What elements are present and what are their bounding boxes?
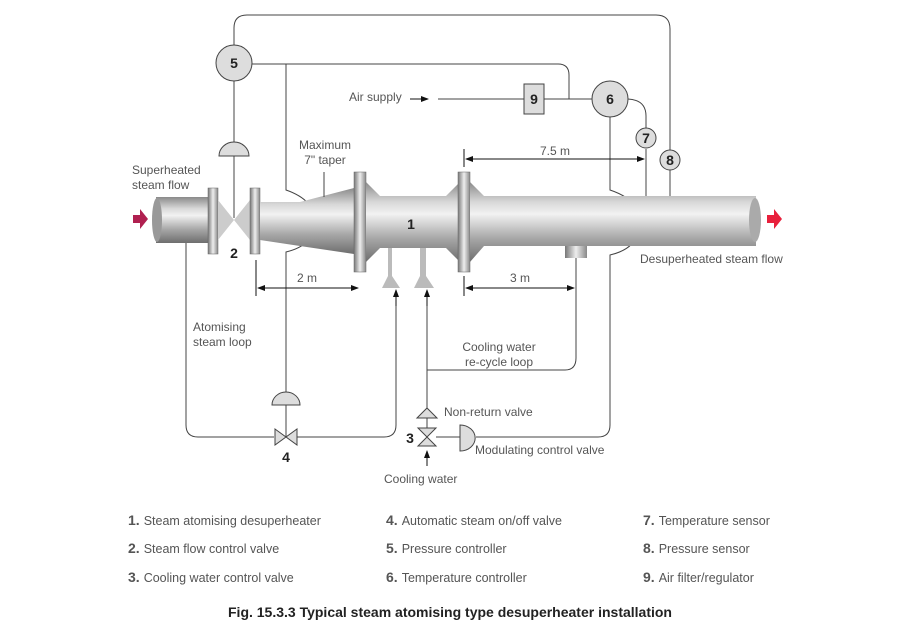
taper-section (260, 188, 354, 254)
label-cooling-water: Cooling water (384, 472, 457, 486)
tag-5: 5 (230, 55, 238, 71)
label-dim-2m: 2 m (297, 271, 317, 285)
svg-text:steam loop: steam loop (193, 335, 252, 349)
svg-text:steam flow: steam flow (132, 178, 190, 192)
desuperheater-body (366, 182, 460, 262)
valve-4-actuator (271, 391, 301, 406)
label-dim-3m: 3 m (510, 271, 530, 285)
temperature-controller (591, 80, 629, 118)
tag-4: 4 (282, 449, 290, 465)
legend-item: 7.Temperature sensor (643, 512, 770, 528)
tag-1: 1 (407, 216, 415, 232)
inlet-pipe-end (152, 198, 162, 242)
tag-7: 7 (642, 130, 650, 146)
label-dim-7-5m: 7.5 m (540, 144, 570, 158)
valve-2-body-right (234, 200, 250, 240)
label-max-taper: Maximum (299, 138, 351, 152)
legend-item: 1.Steam atomising desuperheater (128, 512, 321, 528)
flange (207, 187, 219, 255)
signal-line-5-to-8 (233, 14, 671, 197)
recycle-port (565, 246, 587, 258)
legend-item: 8.Pressure sensor (643, 540, 750, 556)
legend-item: 4.Automatic steam on/off valve (386, 512, 562, 528)
nozzle-water (414, 248, 434, 288)
valve-3-body (416, 427, 438, 447)
inlet-pipe (156, 197, 214, 243)
non-return-valve (415, 407, 439, 419)
legend-item: 6.Temperature controller (386, 569, 527, 585)
label-desuperheated: Desuperheated steam flow (640, 252, 783, 266)
inlet-flow-arrow (133, 209, 148, 229)
legend-item: 9.Air filter/regulator (643, 569, 754, 585)
outlet-flow-arrow (767, 209, 782, 229)
outlet-pipe (470, 182, 756, 262)
tag-6: 6 (606, 91, 614, 107)
label-atomising-loop: Atomising (193, 320, 246, 334)
pressure-sensor (659, 149, 681, 171)
tag-3: 3 (406, 430, 414, 446)
signal-line-6-to-7 (627, 98, 647, 128)
label-modulating: Modulating control valve (475, 443, 605, 457)
atomising-steam-loop (185, 232, 397, 438)
legend-item: 5.Pressure controller (386, 540, 507, 556)
label-air-supply: Air supply (349, 90, 402, 104)
valve-2-body-left (218, 200, 234, 240)
svg-text:7" taper: 7" taper (304, 153, 346, 167)
svg-text:re-cycle loop: re-cycle loop (465, 355, 533, 369)
flange (353, 171, 367, 273)
air-filter-regulator (523, 83, 545, 115)
recycle-loop (427, 258, 577, 371)
figure-caption: Fig. 15.3.3 Typical steam atomising type… (228, 604, 672, 620)
temperature-sensor (635, 127, 657, 149)
nozzle-steam (382, 248, 400, 288)
label-superheated: Superheated (132, 163, 201, 177)
flange (249, 187, 261, 255)
signal-line-6-to-valve3 (476, 117, 641, 438)
legend-item: 2.Steam flow control valve (128, 540, 280, 556)
tag-8: 8 (666, 152, 674, 168)
pressure-controller (215, 44, 253, 82)
signal-line-5-to-9 (252, 63, 570, 99)
flange (457, 171, 471, 273)
label-non-return: Non-return valve (444, 405, 533, 419)
tag-9: 9 (530, 91, 538, 107)
outlet-pipe-end (749, 198, 761, 242)
tag-2: 2 (230, 245, 238, 261)
legend-item: 3.Cooling water control valve (128, 569, 294, 585)
valve-4-body (274, 428, 298, 446)
valve-3-actuator (459, 424, 476, 452)
valve-2-actuator (218, 141, 250, 157)
label-recycle-loop: Cooling water (462, 340, 535, 354)
